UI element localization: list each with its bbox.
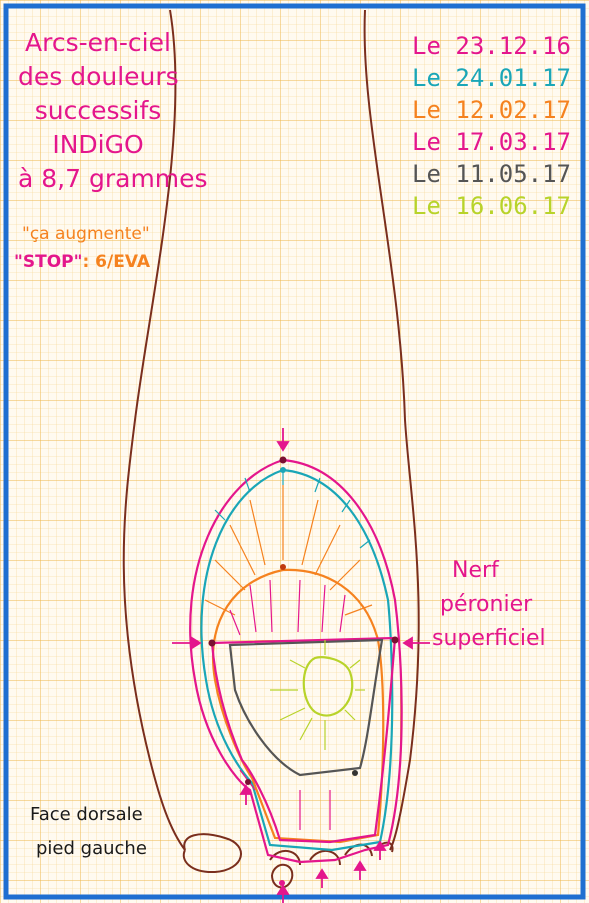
title-line-3: successifs: [18, 98, 178, 123]
date-entry: Le 24.01.17: [412, 66, 571, 90]
eva-score: : 6/EVA: [82, 252, 150, 272]
nerve-label-line-2: péronier: [440, 594, 532, 616]
nerve-label-line-1: Nerf: [452, 560, 499, 582]
foot-label-line-1: Face dorsale: [30, 806, 143, 824]
date-entry: Le 12.02.17: [412, 98, 571, 122]
stop-label: "STOP": [14, 252, 82, 272]
date-entry: Le 11.05.17: [412, 162, 571, 186]
nerve-label-line-3: superficiel: [432, 628, 546, 650]
note-line-1: "ça augmente": [22, 226, 150, 243]
title-line-1: Arcs-en-ciel: [18, 30, 178, 55]
title-line-2: des douleurs: [18, 64, 178, 89]
note-line-2: "STOP": 6/EVA: [14, 254, 150, 271]
title-line-5: à 8,7 grammes: [18, 166, 178, 191]
date-entry: Le 16.06.17: [412, 194, 571, 218]
foot-label-line-2: pied gauche: [36, 840, 147, 858]
date-entry: Le 17.03.17: [412, 130, 571, 154]
date-entry: Le 23.12.16: [412, 34, 571, 58]
title-line-4: INDiGO: [18, 132, 178, 157]
